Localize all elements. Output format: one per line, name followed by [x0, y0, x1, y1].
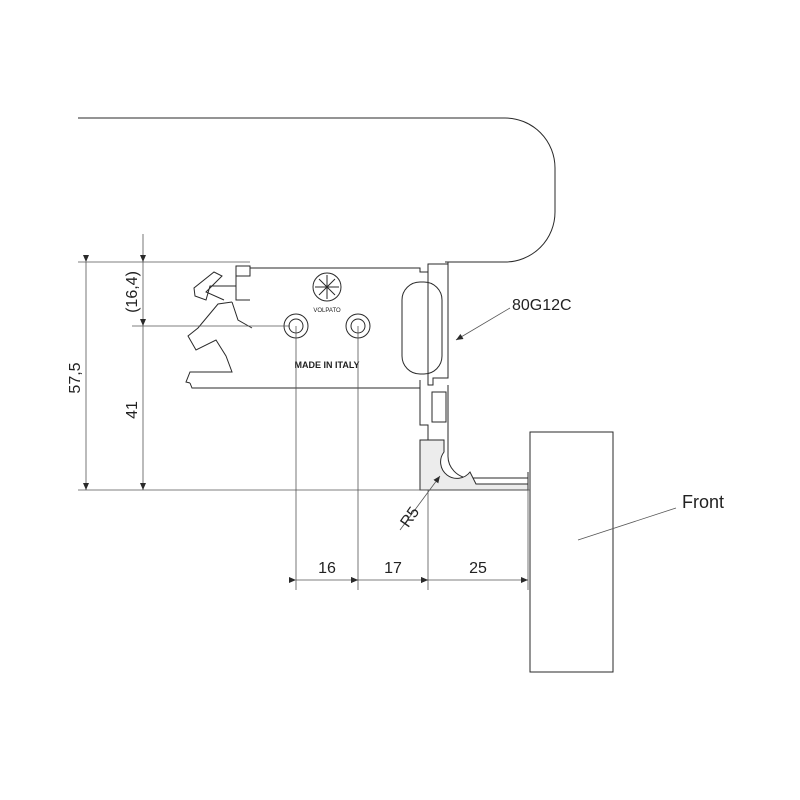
front-label: Front	[682, 492, 724, 512]
dim-lower-height-label: 41	[124, 401, 141, 419]
brand-logo	[312, 272, 342, 302]
part-code-label: 80G12C	[512, 297, 572, 314]
made-in-italy-label: MADE IN ITALY	[294, 360, 359, 370]
part-code-leader: 80G12C	[455, 297, 572, 341]
brand-text: VOLPATO	[313, 308, 341, 314]
dim-hole-to-edge-label: 17	[384, 560, 402, 577]
front-leader: Front	[577, 492, 724, 541]
dimension-radius: R5	[397, 475, 441, 531]
dim-hole-spacing-label: 16	[318, 560, 336, 577]
dimension-total-height: 57,5	[67, 255, 250, 490]
dim-total-height-label: 57,5	[67, 362, 84, 393]
dim-upper-offset-label: (16,4)	[124, 271, 141, 313]
worktop-outline	[78, 117, 556, 263]
front-panel	[529, 431, 614, 673]
dim-edge-to-front-label: 25	[469, 560, 487, 577]
dimension-bottom-chain: 16 17 25	[289, 326, 529, 590]
gola-profile	[419, 262, 529, 491]
dimension-side-chain: (16,4) 41	[124, 234, 290, 490]
dim-radius-label: R5	[397, 504, 423, 531]
